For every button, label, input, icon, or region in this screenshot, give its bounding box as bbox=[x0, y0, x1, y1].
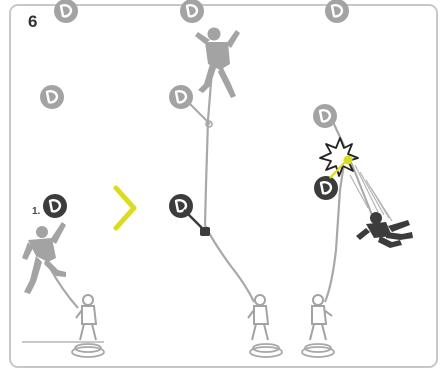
climber-figure bbox=[195, 28, 240, 99]
climber-figure bbox=[356, 212, 413, 248]
bolt-hanger-icon bbox=[314, 176, 338, 200]
rope-coil bbox=[250, 344, 282, 357]
belayer-figure bbox=[248, 295, 268, 340]
belayer-figure bbox=[310, 295, 332, 340]
bolt-hanger-icon bbox=[43, 194, 67, 218]
sub-step-number: 1. bbox=[32, 206, 40, 217]
belay-device bbox=[200, 227, 210, 236]
bolt-hanger-icon bbox=[169, 85, 193, 109]
quickdraw-lower bbox=[184, 210, 204, 230]
rope-panel-2-top-quickdraw bbox=[186, 100, 210, 124]
bolt-hanger-icon bbox=[325, 0, 349, 23]
step-number: 6 bbox=[28, 12, 37, 32]
rope-coil bbox=[72, 344, 104, 357]
bolt-hanger-icon bbox=[180, 0, 204, 23]
bolt-hanger-icon bbox=[54, 0, 78, 23]
rope-panel-2 bbox=[205, 70, 254, 302]
impact-burst-icon bbox=[320, 138, 358, 176]
rope-coil bbox=[302, 344, 334, 357]
belayer-figure bbox=[76, 295, 96, 340]
bolt-hanger-icon bbox=[40, 85, 64, 109]
arrow-right-icon bbox=[116, 188, 134, 228]
